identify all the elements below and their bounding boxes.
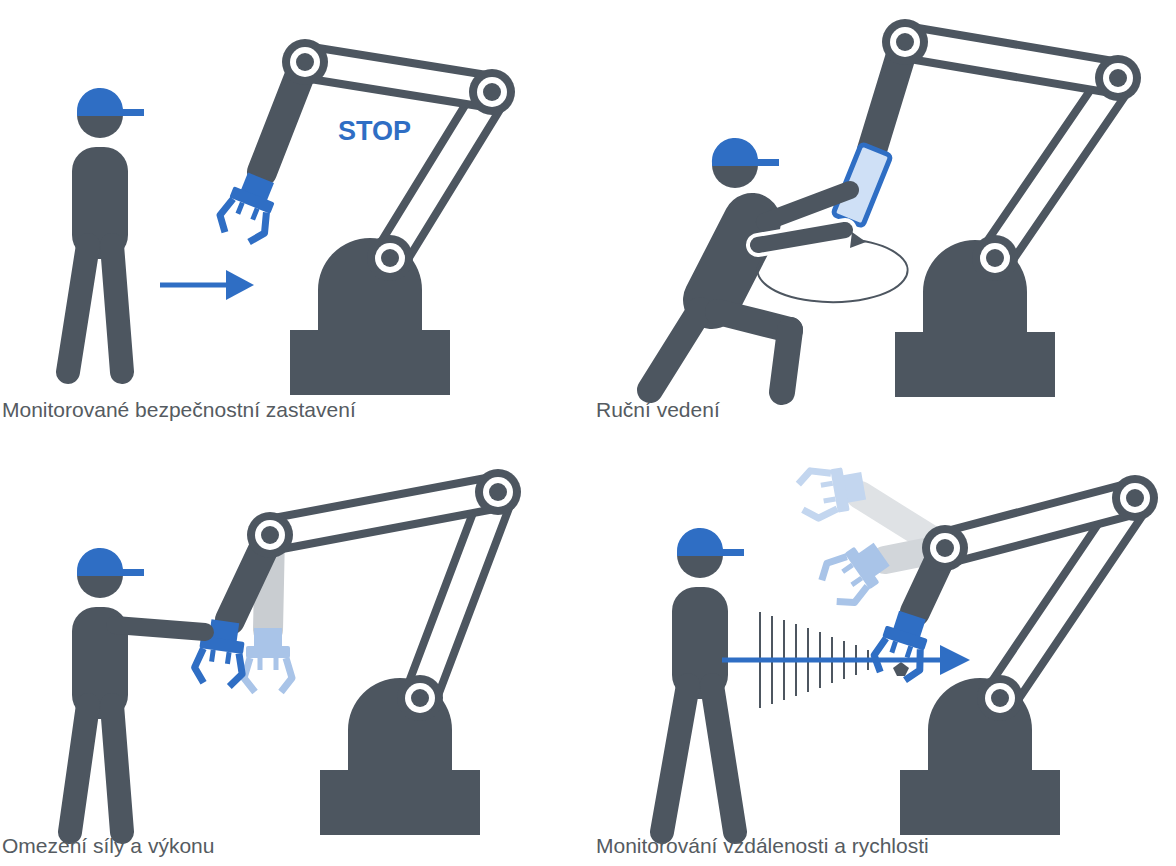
mode-caption: Monitorované bezpečnostní zastavení <box>2 398 356 422</box>
worker-walking <box>662 528 744 832</box>
worker-guiding <box>650 138 850 392</box>
worker-touching <box>70 548 205 832</box>
robot-arm <box>796 462 1158 835</box>
robot-arm <box>193 469 521 835</box>
mode-caption: Monitorování vzdálenosti a rychlosti <box>596 834 929 858</box>
approach-arrow <box>722 645 970 675</box>
mode-caption: Omezení síly a výkonu <box>2 834 214 858</box>
mode-caption: Ruční vedení <box>596 398 720 422</box>
rotation-arrow <box>758 232 908 302</box>
stop-label: STOP <box>338 116 411 147</box>
robot-arm <box>215 39 515 395</box>
worker-walking <box>68 88 144 372</box>
robot-arm <box>833 19 1141 397</box>
approach-arrow <box>160 270 254 300</box>
